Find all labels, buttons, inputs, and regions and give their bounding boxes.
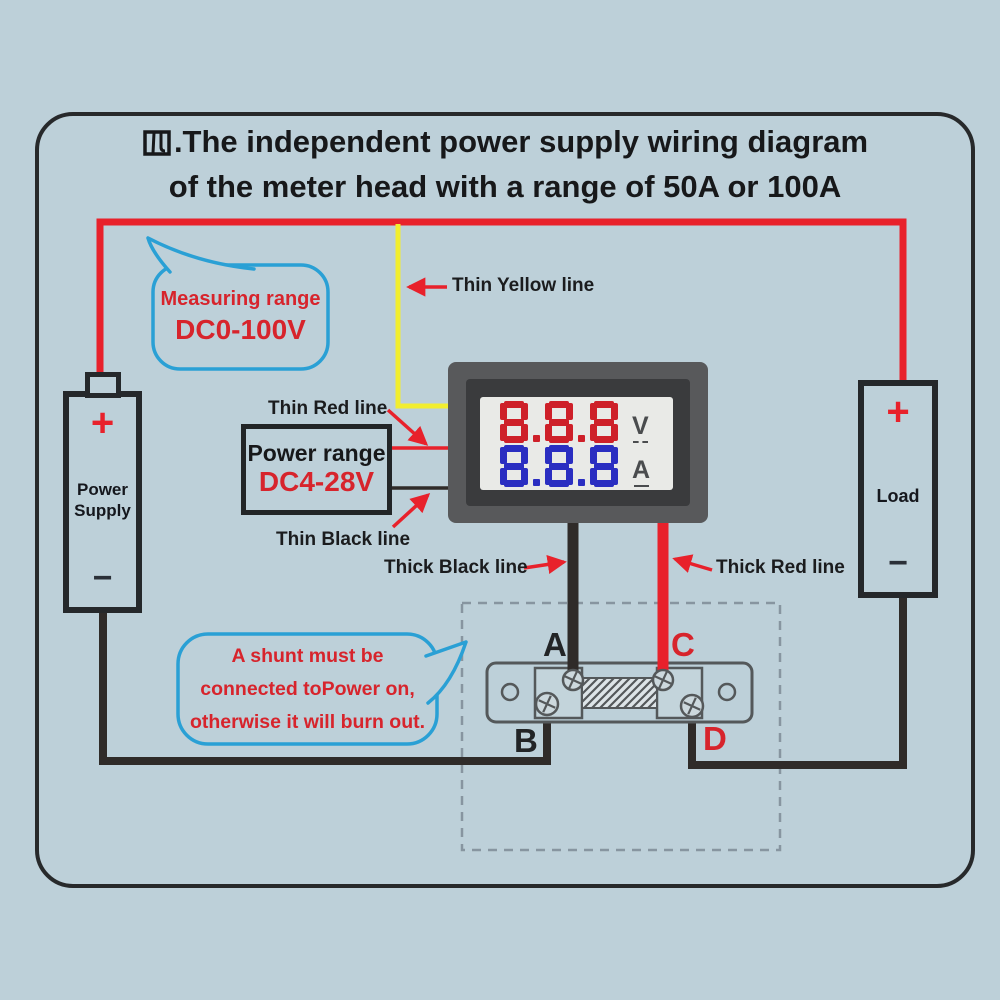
seven-segment-digit [590,401,618,443]
seven-segment-digit [590,445,618,487]
power-range-value: DC4-28V [258,466,375,498]
bubble-tail [146,236,256,274]
psu-minus-terminal: − [92,559,113,597]
arrow-thin-red [386,408,429,446]
terminal-label-b: B [514,722,538,759]
label-thick-red-line: Thick Red line [716,557,845,578]
load-box: + Load − [858,380,938,598]
cjk-four-glyph [143,129,171,156]
amp-readout: A [500,445,650,487]
volt-unit: V [632,414,649,443]
psu-terminal-cap [85,372,121,398]
label-thin-red-line: Thin Red line [268,398,388,419]
digit-dot [578,479,585,486]
digit-dot [533,479,540,486]
shunt-warning-callout: A shunt must be connected toPower on, ot… [178,634,437,744]
terminal-label-d: D [703,720,727,757]
screw-terminal-d [679,693,705,719]
load-minus-terminal: − [888,544,908,582]
meter-display: V A [480,397,673,490]
arrow-thin-black [391,493,431,529]
shunt-mount-hole-right [717,682,737,702]
shunt-dashed-outline [460,601,782,852]
warning-line1: A shunt must be [231,644,384,667]
seven-segment-digit [500,445,528,487]
measuring-range-callout: Measuring range DC0-100V [153,265,328,369]
terminal-label-c: C [671,626,695,663]
shunt [485,661,754,724]
power-range-title: Power range [247,439,386,466]
digit-dot [578,435,585,442]
screw-terminal-b [534,691,560,717]
wire-red-main-loop [96,218,907,383]
terminal-label-a: A [543,626,567,663]
dc-symbol [633,485,649,487]
psu-label-line2: Supply [74,501,131,520]
warning-line3: otherwise it will burn out. [189,710,426,733]
label-thin-yellow-line: Thin Yellow line [452,275,595,296]
meter-bezel: V A [466,379,690,506]
shunt-warning-bubble-shape [176,632,468,746]
warning-line2: connected toPower on, [200,677,415,700]
measuring-range-bubble-shape [146,236,330,371]
amp-unit: A [632,458,650,487]
wire-black-psu-to-shunt-b [99,610,551,765]
screw-terminal-c [651,668,675,692]
measuring-range-value: DC0-100V [175,314,306,345]
volt-readout: V [500,401,649,443]
screw-terminal-a [561,668,585,692]
load-label: Load [876,486,920,506]
title-line-1: .The independent power supply wiring dia… [142,122,868,161]
power-range-box: Power range DC4-28V [241,424,392,515]
label-thick-black-line: Thick Black line [384,557,528,578]
arrow-thick-black [523,554,567,574]
power-supply-box: + Power Supply − [63,391,142,613]
arrow-thick-red [672,554,713,573]
volt-digits [500,401,618,443]
shunt-screws [534,668,705,719]
seven-segment-digit [500,401,528,443]
amp-unit-letter: A [632,456,651,484]
psu-label: Power Supply [69,479,136,521]
seven-segment-digit [545,401,573,443]
diagram-outer-frame [35,112,975,888]
amp-digits [500,445,618,487]
psu-label-line1: Power [76,480,129,499]
wire-black-shunt-d-to-load [688,597,907,769]
page-title: .The independent power supply wiring dia… [35,122,975,206]
bubble-tail [424,640,468,705]
volt-amp-meter: V A [448,362,708,523]
annotation-arrows [386,277,713,574]
seven-segment-digit [545,445,573,487]
label-thin-black-line: Thin Black line [276,529,411,550]
volt-unit-letter: V [632,412,649,440]
digit-dot [533,435,540,442]
dc-symbol [632,441,648,443]
wire-thin-yellow [395,224,450,409]
title-text-1: .The independent power supply wiring dia… [173,124,869,159]
load-plus-terminal: + [886,390,910,434]
title-line-2: of the meter head with a range of 50A or… [168,168,842,204]
psu-plus-terminal: + [90,401,115,445]
shunt-mount-hole-left [500,682,520,702]
measuring-range-label: Measuring range [160,288,321,310]
hatch-pattern [581,677,658,709]
